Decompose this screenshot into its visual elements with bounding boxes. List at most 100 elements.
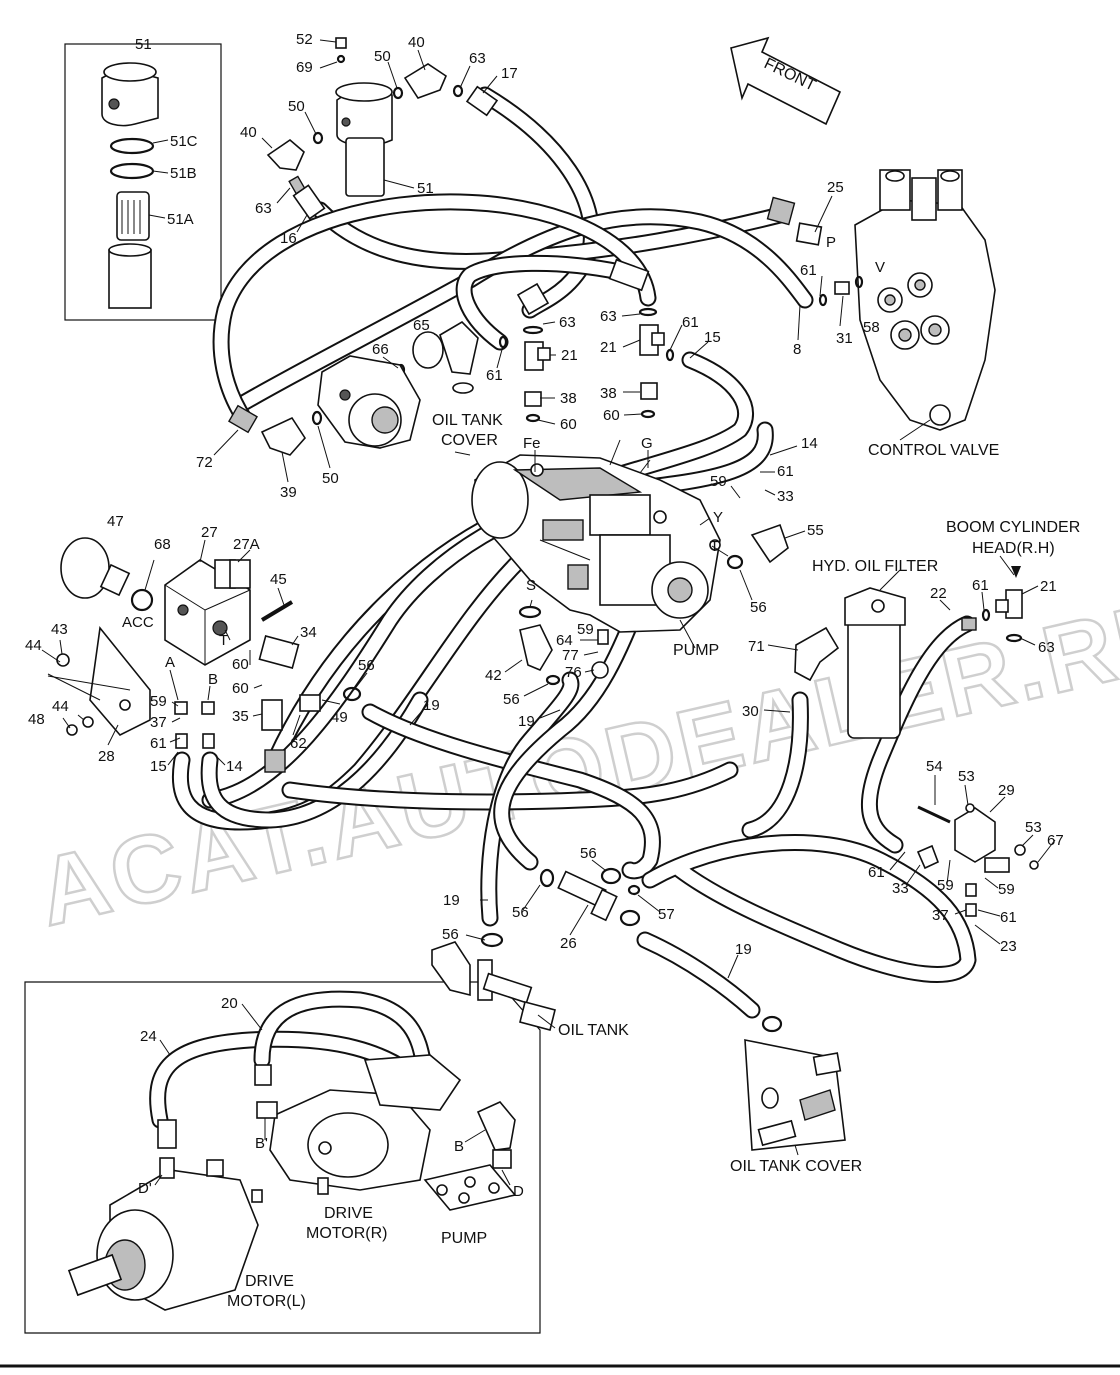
callout-14: 14 — [801, 435, 818, 452]
callout-21: 21 — [561, 347, 578, 364]
callout-19: 19 — [423, 697, 440, 714]
callout-63: 63 — [600, 308, 617, 325]
callout-64: 64 — [556, 632, 573, 649]
callout-b: B — [454, 1138, 464, 1155]
callout-y: Y — [713, 509, 723, 526]
main-pump — [471, 439, 721, 633]
callout-67: 67 — [1047, 832, 1064, 849]
label-boom-cylinder: BOOM CYLINDER — [946, 519, 1080, 536]
callout-37: 37 — [932, 907, 949, 924]
pump-inset — [423, 1101, 517, 1211]
callout-19: 19 — [443, 892, 460, 909]
callout-68: 68 — [154, 536, 171, 553]
callout-38: 38 — [600, 385, 617, 402]
label-hyd-oil-filter: HYD. OIL FILTER — [812, 558, 938, 575]
callout-20: 20 — [221, 995, 238, 1012]
callout-31: 31 — [836, 330, 853, 347]
callout-57: 57 — [658, 906, 675, 923]
callout-61: 61 — [682, 314, 699, 331]
callout-50: 50 — [288, 98, 305, 115]
boom-fitting — [961, 566, 1023, 643]
drive-motor-right — [254, 1054, 462, 1195]
callout-63: 63 — [255, 200, 272, 217]
callout-19: 19 — [518, 713, 535, 730]
callout-51b: 51B — [170, 165, 197, 182]
bracket-28 — [56, 626, 151, 736]
front-arrow: FRONT — [730, 36, 842, 126]
callout-35: 35 — [232, 708, 249, 725]
callout-61: 61 — [777, 463, 794, 480]
callout-44: 44 — [52, 698, 69, 715]
label-oil-tank-cover: OIL TANK — [432, 412, 503, 429]
tee-fitting-26 — [480, 867, 641, 948]
callout-56: 56 — [750, 599, 767, 616]
callout-d: D — [513, 1183, 524, 1200]
gear-pump-assembly — [228, 355, 421, 456]
callout-34: 34 — [300, 624, 317, 641]
callout-fe: Fe — [523, 435, 541, 452]
callout-p: P — [826, 234, 836, 251]
callout-30: 30 — [742, 703, 759, 720]
callout-60: 60 — [603, 407, 620, 424]
control-valve — [766, 169, 996, 431]
callout-51: 51 — [417, 180, 434, 197]
sensor-65 — [396, 320, 479, 394]
callout-54: 54 — [926, 758, 943, 775]
callout-33: 33 — [892, 880, 909, 897]
callout-60: 60 — [560, 416, 577, 433]
callout-65: 65 — [413, 317, 430, 334]
label-boom-cylinder-head: HEAD(R.H) — [972, 540, 1055, 557]
callout-60: 60 — [232, 680, 249, 697]
filter-detail-frame — [64, 43, 222, 321]
callout-43: 43 — [51, 621, 68, 638]
callout-t: T — [219, 632, 228, 649]
filter-assembly-detail — [101, 62, 159, 309]
callout-50: 50 — [322, 470, 339, 487]
callout-44: 44 — [25, 637, 42, 654]
oil-tank-cover-plate — [744, 1015, 846, 1151]
callout-22: 22 — [930, 585, 947, 602]
callout-51: 51 — [135, 36, 152, 53]
callout-59: 59 — [998, 881, 1015, 898]
label-control-valve: CONTROL VALVE — [868, 442, 999, 459]
label-pump: PUMP — [673, 642, 719, 659]
callout-58: 58 — [863, 319, 880, 336]
callout-27: 27 — [201, 524, 218, 541]
callout-21: 21 — [600, 339, 617, 356]
label-oil-tank: OIL TANK — [558, 1022, 629, 1039]
callout-29: 29 — [998, 782, 1015, 799]
callout-42: 42 — [485, 667, 502, 684]
callout-61: 61 — [868, 864, 885, 881]
callout-g: G — [641, 435, 653, 452]
leader-lines — [41, 39, 1056, 1186]
callout-77: 77 — [562, 647, 579, 664]
elbow-fittings-top — [266, 63, 499, 220]
return-filter-51 — [335, 37, 393, 197]
callout-acc: ACC — [122, 614, 154, 631]
accumulator-47 — [60, 537, 154, 612]
callout-63: 63 — [1038, 639, 1055, 656]
small-valve-42 — [518, 605, 609, 686]
callout-24: 24 — [140, 1028, 157, 1045]
label-drive-motor-l: DRIVE — [245, 1273, 294, 1290]
callout-45: 45 — [270, 571, 287, 588]
callout-t: T — [710, 538, 719, 555]
callout-56: 56 — [512, 904, 529, 921]
callout-s: S — [526, 577, 536, 594]
callout-59: 59 — [150, 693, 167, 710]
callout-b: B — [208, 671, 218, 688]
callout-51c: 51C — [170, 133, 198, 150]
callout-26: 26 — [560, 935, 577, 952]
callout-59: 59 — [937, 877, 954, 894]
callout-56: 56 — [442, 926, 459, 943]
component-labels: OIL TANK COVER CONTROL VALVE BOOM CYLIND… — [227, 412, 1080, 1310]
callout-50: 50 — [374, 48, 391, 65]
callout-61: 61 — [972, 577, 989, 594]
callout-69: 69 — [296, 59, 313, 76]
callout-72: 72 — [196, 454, 213, 471]
callout-17: 17 — [501, 65, 518, 82]
callout-61: 61 — [1000, 909, 1017, 926]
callout-15: 15 — [704, 329, 721, 346]
callout-33: 33 — [777, 488, 794, 505]
